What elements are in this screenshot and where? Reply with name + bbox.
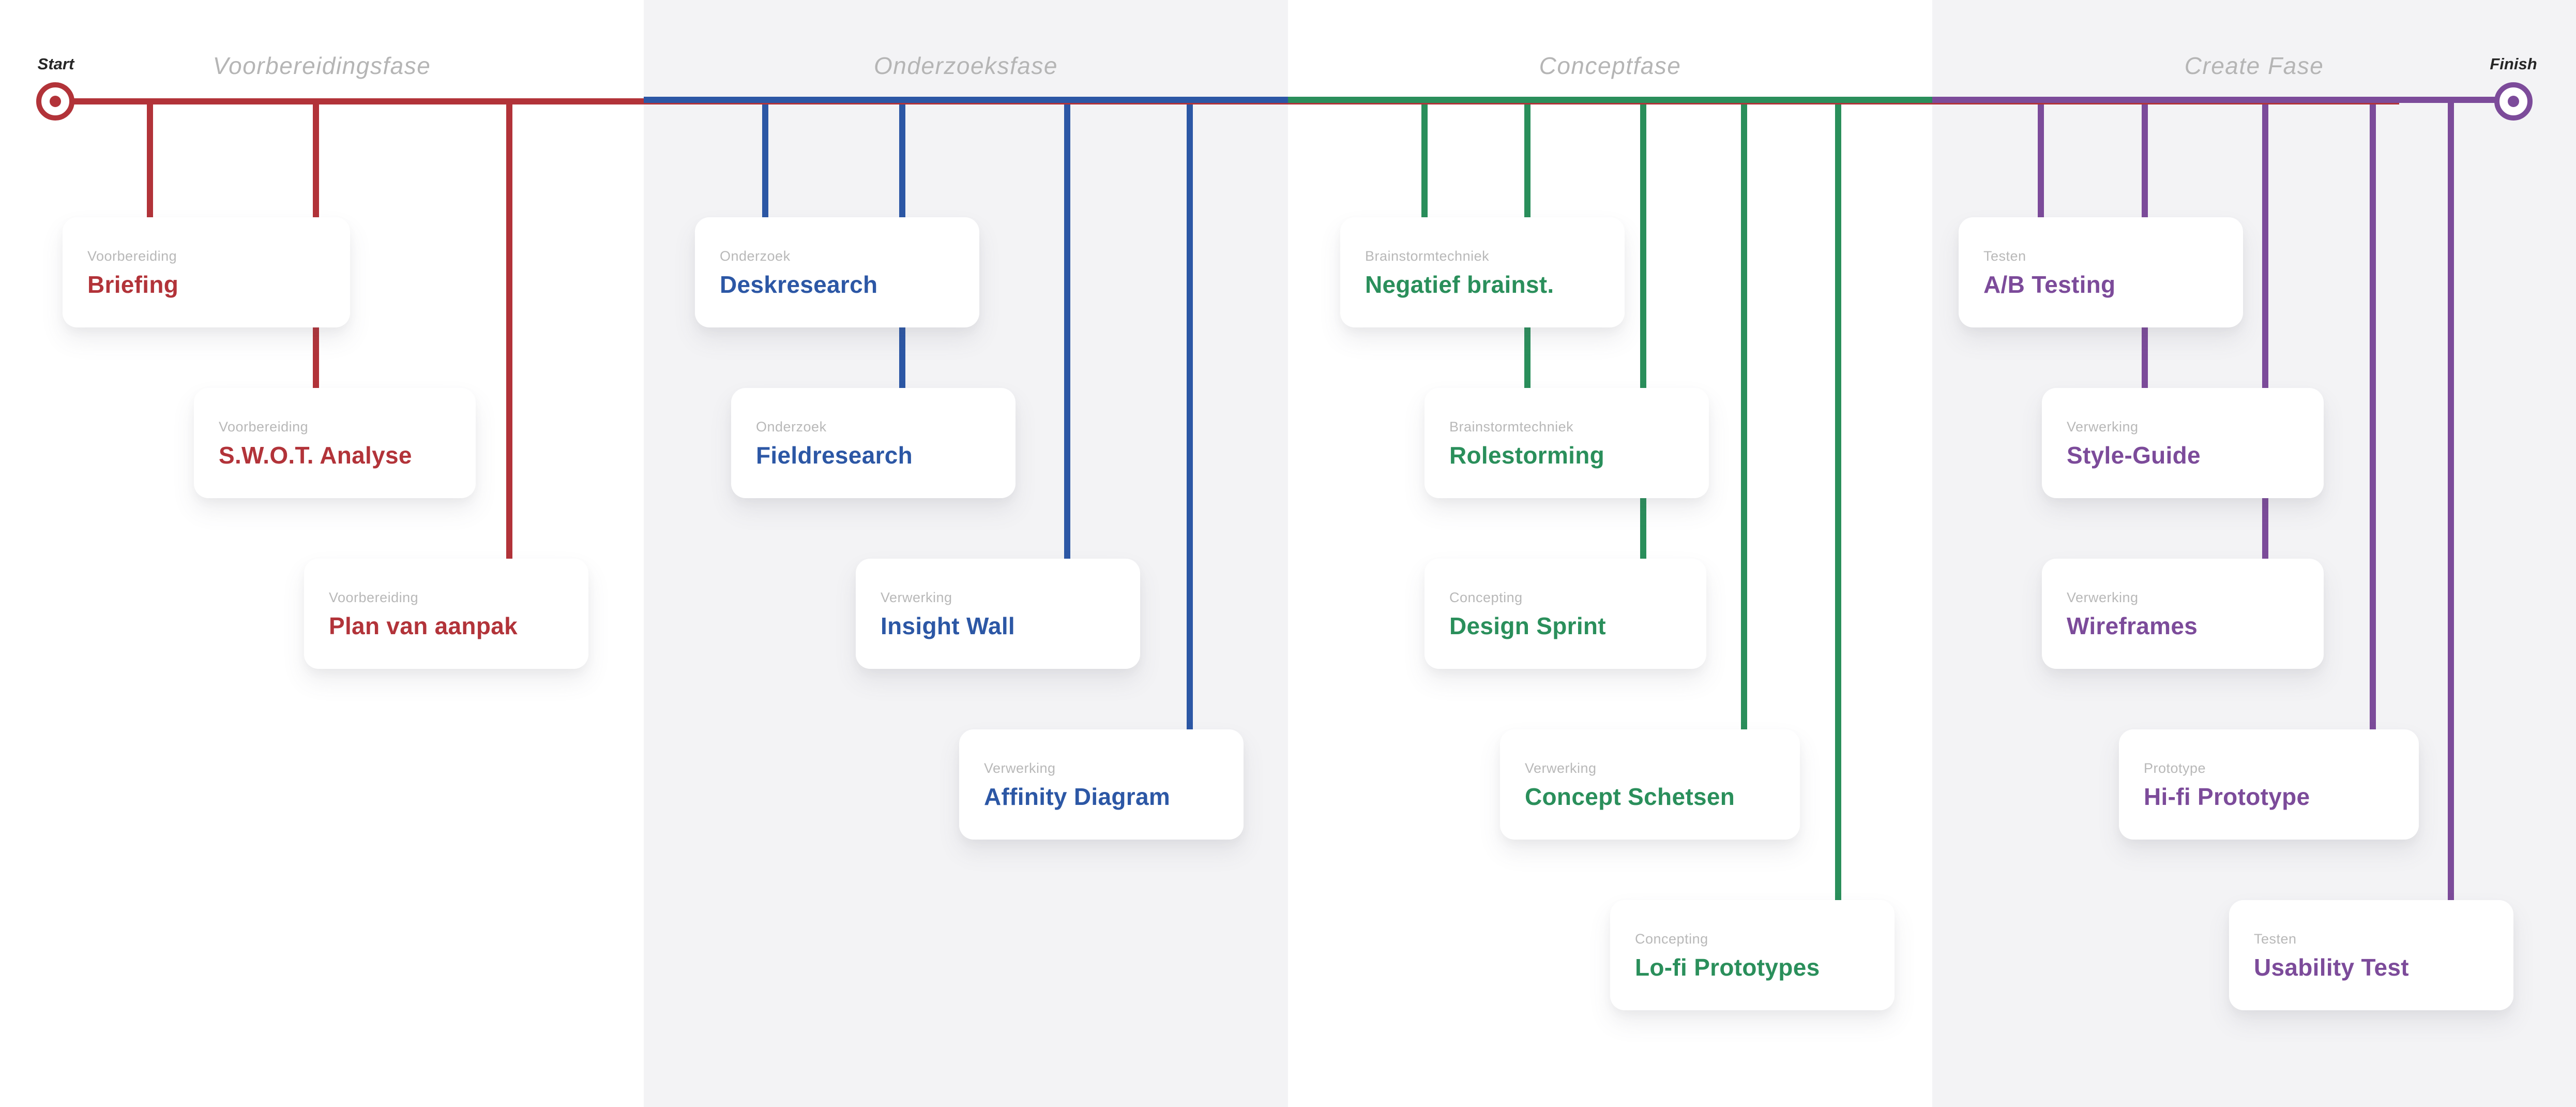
start-marker-icon	[36, 82, 74, 121]
card-category: Brainstormtechniek	[1449, 419, 1574, 435]
card-category: Verwerking	[984, 760, 1056, 776]
phase-title: Conceptfase	[1539, 52, 1681, 79]
card-category: Voorbereiding	[329, 590, 419, 605]
phase-background	[644, 0, 1288, 1107]
card-category: Concepting	[1449, 590, 1523, 605]
card-title: Fieldresearch	[756, 442, 913, 469]
card-category: Verwerking	[2067, 419, 2139, 435]
card-title: Briefing	[87, 271, 179, 298]
card-title: A/B Testing	[1983, 271, 2116, 298]
card-category: Onderzoek	[720, 248, 791, 264]
connector-line	[1835, 101, 1841, 906]
card-category: Onderzoek	[756, 419, 827, 435]
start-label: Start	[37, 55, 74, 73]
card-title: Style-Guide	[2067, 442, 2201, 469]
card-category: Verwerking	[1525, 760, 1597, 776]
card-title: Usability Test	[2254, 954, 2409, 981]
card-title: Negatief brainst.	[1365, 271, 1554, 298]
connector-line	[1421, 101, 1428, 223]
connector-line	[147, 101, 153, 223]
card-title: Insight Wall	[881, 612, 1015, 639]
card-title: Concept Schetsen	[1525, 783, 1735, 810]
card-title: Hi-fi Prototype	[2144, 783, 2310, 810]
finish-marker-icon	[2494, 82, 2533, 121]
finish-label: Finish	[2490, 55, 2537, 73]
card-category: Verwerking	[881, 590, 952, 605]
connector-line	[2448, 101, 2454, 906]
card-title: Affinity Diagram	[984, 783, 1171, 810]
connector-line	[762, 101, 768, 223]
card-title: S.W.O.T. Analyse	[219, 442, 412, 469]
connector-line	[506, 101, 512, 565]
card-title: Wireframes	[2067, 612, 2198, 639]
phase-title: Voorbereidingsfase	[213, 52, 431, 79]
card-category: Voorbereiding	[219, 419, 309, 435]
start-dot-icon	[50, 96, 61, 107]
card-category: Voorbereiding	[87, 248, 177, 264]
card-category: Testen	[1983, 248, 2026, 264]
card-category: Brainstormtechniek	[1365, 248, 1490, 264]
connector-line	[1187, 101, 1193, 736]
card-title: Deskresearch	[720, 271, 878, 298]
phase-title: Onderzoeksfase	[874, 52, 1058, 79]
connector-line	[1064, 101, 1070, 565]
timeline-segment	[1288, 97, 1932, 103]
timeline-segment	[1932, 97, 2503, 103]
card-title: Design Sprint	[1449, 612, 1606, 639]
card-title: Lo-fi Prototypes	[1635, 954, 1820, 981]
card-category: Prototype	[2144, 760, 2206, 776]
timeline-segment	[644, 97, 1288, 103]
card-title: Plan van aanpak	[329, 612, 518, 639]
card-category: Concepting	[1635, 931, 1708, 947]
connector-line	[1741, 101, 1747, 736]
finish-dot-icon	[2508, 96, 2519, 107]
card-title: Rolestorming	[1449, 442, 1605, 469]
connector-line	[2370, 101, 2376, 736]
connector-line	[2038, 101, 2044, 223]
phase-background	[0, 0, 644, 1107]
card-category: Verwerking	[2067, 590, 2139, 605]
phase-title: Create Fase	[2184, 52, 2324, 79]
card-category: Testen	[2254, 931, 2297, 947]
